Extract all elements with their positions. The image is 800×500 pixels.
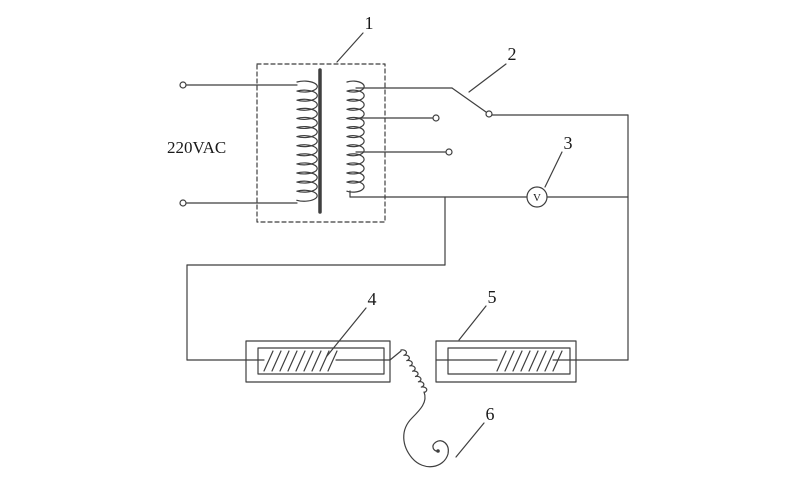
transformer-boundary-box bbox=[256, 63, 386, 223]
callout-4-leader bbox=[326, 307, 367, 357]
right-coil-inner-box bbox=[447, 347, 571, 375]
left-coil-inner-box bbox=[257, 347, 385, 375]
voltmeter-icon bbox=[526, 186, 548, 208]
ink-layer: 220VAC V bbox=[167, 13, 629, 468]
callout-3-leader bbox=[544, 151, 563, 188]
callout-2-leader bbox=[468, 63, 507, 93]
left-coil-outer-box bbox=[245, 340, 391, 383]
secondary-winding bbox=[346, 80, 365, 193]
tap-contact-middle bbox=[432, 114, 440, 122]
tap-contact-lower bbox=[445, 148, 453, 156]
callout-1-leader bbox=[336, 32, 364, 63]
source-terminal-bottom bbox=[179, 199, 187, 207]
heater-coil-right bbox=[435, 340, 577, 383]
voltmeter-symbol: V bbox=[533, 192, 541, 204]
wiring bbox=[186, 114, 629, 361]
callout-6-leader bbox=[455, 422, 485, 458]
switch-output-contact bbox=[485, 110, 493, 118]
left-coil-sample-link bbox=[389, 350, 402, 361]
right-coil-winding bbox=[496, 350, 563, 372]
callout-transformer: 1 bbox=[365, 13, 374, 33]
sample-wire bbox=[400, 349, 449, 468]
callouts: 1 2 3 4 5 6 bbox=[326, 13, 573, 458]
source-voltage-label: 220VAC bbox=[167, 138, 226, 157]
heater-coil-left bbox=[245, 340, 402, 383]
callout-voltmeter: 3 bbox=[564, 133, 573, 153]
left-coil-winding bbox=[263, 350, 338, 372]
voltmeter-branch: V bbox=[349, 186, 629, 208]
callout-right-coil: 5 bbox=[488, 287, 497, 307]
sample-wire-loop bbox=[403, 391, 449, 468]
switch-blade bbox=[451, 87, 487, 113]
source-terminal-top bbox=[179, 81, 187, 89]
transformer bbox=[256, 63, 386, 223]
callout-left-coil: 4 bbox=[368, 289, 377, 309]
right-coil-outer-box bbox=[435, 340, 577, 383]
sample-wire-tight-coil bbox=[400, 349, 428, 393]
primary-winding bbox=[296, 80, 318, 202]
callout-tap-switch: 2 bbox=[508, 44, 517, 64]
tap-switch bbox=[355, 87, 629, 156]
callout-5-leader bbox=[458, 305, 487, 341]
sample-wire-end-dot bbox=[436, 449, 440, 453]
callout-sample-wire: 6 bbox=[486, 404, 495, 424]
ac-source: 220VAC bbox=[167, 81, 298, 207]
